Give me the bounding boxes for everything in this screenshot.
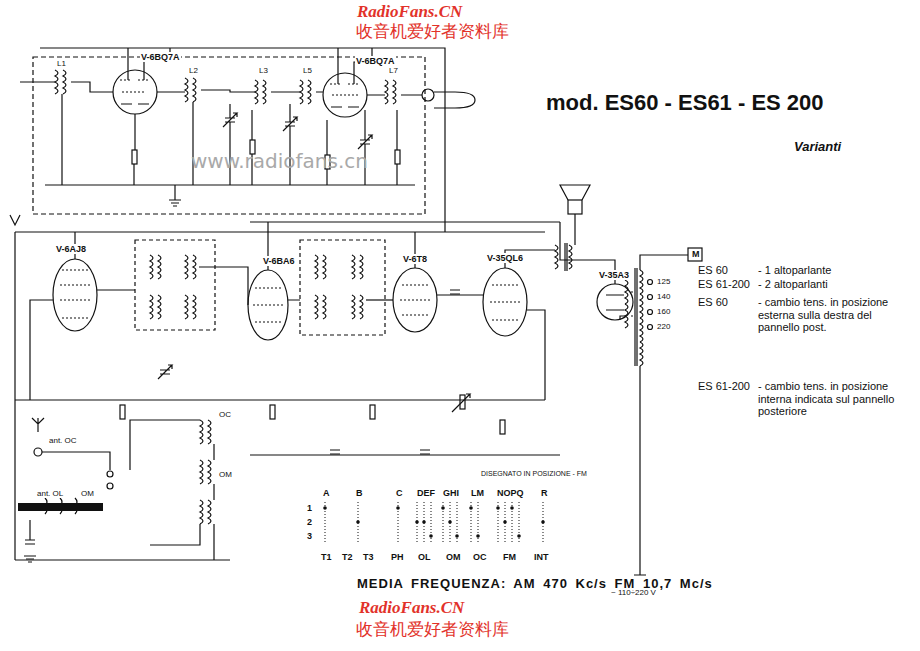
switch-label: OM bbox=[445, 552, 462, 562]
switch-label: T3 bbox=[362, 552, 375, 562]
component-label: ~ 110÷220 V bbox=[610, 588, 657, 597]
watermark: www.radiofans.cn bbox=[190, 150, 369, 173]
component-label: OM bbox=[218, 470, 233, 479]
variant-note: ES 60 bbox=[697, 296, 729, 309]
variant-note: - 2 altoparlanti bbox=[757, 278, 829, 291]
switch-label: OC bbox=[472, 552, 488, 562]
switch-label: GHI bbox=[442, 488, 460, 498]
component-label: 220 bbox=[656, 322, 671, 331]
variant-note: - cambio tens. in posizione esterna sull… bbox=[757, 296, 909, 334]
tube-label: V-35A3 bbox=[598, 270, 630, 280]
tube-label: V-6BA6 bbox=[262, 256, 296, 266]
variant-note: ES 61-200 bbox=[697, 278, 751, 291]
switch-label: 1 bbox=[306, 503, 313, 513]
variant-note: - cambio tens. in posizione interna indi… bbox=[757, 380, 909, 418]
switch-label: B bbox=[355, 488, 364, 498]
tube-label: V-6T8 bbox=[402, 254, 428, 264]
switch-label: T1 bbox=[320, 552, 333, 562]
switch-label: OL bbox=[417, 552, 432, 562]
diagram-title: mod. ES60 - ES61 - ES 200 bbox=[545, 90, 825, 115]
switch-dots bbox=[323, 506, 545, 538]
component-label: L1 bbox=[56, 59, 67, 68]
tube-label: V-6AJ8 bbox=[55, 244, 87, 254]
tuner-section bbox=[20, 48, 475, 232]
switch-label: INT bbox=[533, 552, 550, 562]
watermark: 收音机爱好者资料库 bbox=[355, 22, 510, 42]
component-label: L7 bbox=[388, 66, 399, 75]
switch-label: C bbox=[395, 488, 404, 498]
variant-heading: Varianti bbox=[793, 140, 842, 155]
switch-label: T2 bbox=[341, 552, 354, 562]
switch-label: 2 bbox=[306, 517, 313, 527]
diagram-caption: MEDIA FREQUENZA: AM 470 Kc/s FM 10,7 Mc/… bbox=[356, 577, 714, 592]
component-label: OC bbox=[218, 410, 232, 419]
tube-label: V-35QL6 bbox=[486, 253, 524, 263]
component-label: L3 bbox=[258, 66, 269, 75]
switch-label: FM bbox=[502, 552, 517, 562]
ferrite-rod bbox=[18, 503, 103, 511]
tube-label: V-6BQ7A bbox=[140, 52, 181, 62]
switch-label: PH bbox=[390, 552, 405, 562]
switch-table bbox=[325, 502, 543, 542]
variant-note: ES 60 bbox=[697, 264, 729, 277]
watermark: RadioFans.CN bbox=[356, 2, 463, 22]
switch-label: LM bbox=[470, 488, 485, 498]
switch-label: DEF bbox=[416, 488, 436, 498]
switch-label: R bbox=[540, 488, 549, 498]
motor-label: M bbox=[691, 249, 701, 259]
component-label: OM bbox=[80, 489, 95, 498]
switch-label: A bbox=[322, 488, 331, 498]
variant-note: - 1 altoparlante bbox=[757, 264, 832, 277]
component-label: ant. OL bbox=[36, 489, 64, 498]
tube-label: V-6BQ7A bbox=[355, 56, 396, 66]
switch-note: DISEGNATO IN POSIZIONE - FM bbox=[480, 470, 588, 478]
am-chassis bbox=[10, 185, 702, 581]
component-label: 140 bbox=[656, 292, 671, 301]
component-label: 160 bbox=[656, 307, 671, 316]
watermark: 收音机爱好者资料库 bbox=[355, 620, 510, 640]
component-label: ant. OC bbox=[48, 436, 78, 445]
watermark: RadioFans.CN bbox=[358, 598, 465, 618]
component-label: 125 bbox=[656, 277, 671, 286]
component-label: L2 bbox=[188, 66, 199, 75]
component-label: L5 bbox=[302, 66, 313, 75]
switch-label: 3 bbox=[306, 531, 313, 541]
switch-label: NOPQ bbox=[496, 488, 525, 498]
variant-note: ES 61-200 bbox=[697, 380, 751, 393]
